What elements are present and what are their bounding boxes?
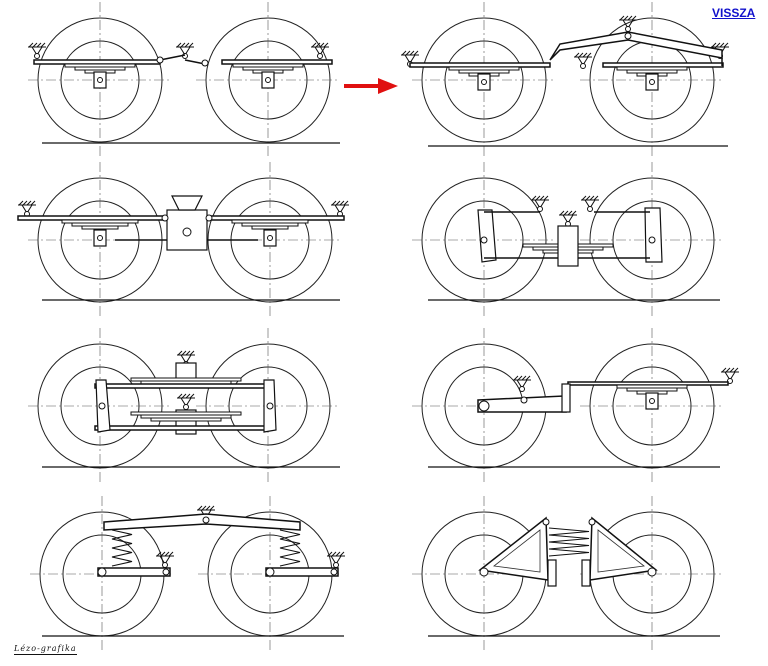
pivot-pin [624, 32, 632, 40]
coil-spring-icon [548, 527, 590, 557]
equalizer-bar [221, 59, 333, 65]
pivot-pin [161, 214, 169, 222]
diagram-row3-left [28, 328, 340, 484]
pivot-pin [520, 396, 528, 404]
coil-spring-icon [279, 529, 301, 567]
swing-arm [265, 567, 339, 577]
pivot-pin [317, 53, 323, 59]
pivot-pin [333, 562, 339, 568]
pivot-pin [588, 518, 596, 526]
pivot-pin [587, 206, 593, 212]
signature: Lézo-grafika [14, 644, 77, 655]
axle-pin [480, 236, 488, 244]
pivot-pin [182, 227, 192, 237]
swing-arm [97, 567, 171, 577]
right-arrow-head [378, 78, 398, 94]
equalizer-bar [409, 62, 551, 68]
upper-link-rod [94, 383, 270, 389]
arm-pivot [478, 400, 490, 412]
axle-pin [649, 398, 655, 404]
hanger-link [561, 383, 571, 413]
diagram-row1-left [28, 2, 340, 158]
axle-pin [265, 77, 271, 83]
damper-block [547, 559, 557, 587]
axle-pin [648, 236, 656, 244]
pivot-pin [537, 206, 543, 212]
pivot-pin [330, 568, 338, 576]
axle-pin [97, 235, 103, 241]
triangular-lever [589, 516, 658, 581]
balance-beam [103, 513, 301, 531]
diagram-row2-left [17, 162, 349, 318]
equalizer-bar [33, 59, 161, 65]
pivot-pin [580, 63, 586, 69]
lever-inner-outline [493, 529, 541, 573]
diagram-row1-right [401, 2, 729, 158]
axle-pin [266, 402, 274, 410]
pivot-pin [542, 518, 550, 526]
axle-pin [649, 79, 655, 85]
swing-hanger [477, 209, 497, 263]
pivot-pin [162, 562, 168, 568]
center-bracket [171, 195, 203, 211]
diagram-row4-right [412, 496, 724, 652]
balance-beam [549, 31, 723, 61]
pivot-pin [519, 386, 525, 392]
axle-pin [481, 79, 487, 85]
diagram-row3-right [412, 328, 739, 484]
pivot-pin [205, 214, 213, 222]
arrow-group [344, 78, 398, 94]
center-spring-box [557, 225, 579, 267]
arm-pivot [97, 567, 107, 577]
pivot-pin [183, 404, 189, 410]
pivot-pin [625, 26, 631, 32]
pivot-pin [34, 53, 40, 59]
link-rod [159, 54, 186, 61]
pivot-pin [162, 568, 170, 576]
arm-pivot [479, 567, 489, 577]
diagram-row2-right [412, 162, 724, 318]
axle-pin [98, 402, 106, 410]
damper-block [581, 559, 591, 587]
vissza-link[interactable]: VISSZA [712, 6, 756, 20]
pivot-pin [156, 56, 164, 64]
arm-pivot [647, 567, 657, 577]
arm-pivot [265, 567, 275, 577]
triangular-lever [478, 516, 549, 581]
axle-pin [97, 77, 103, 83]
leaf-spring-plate [81, 225, 119, 230]
axle-pin [267, 235, 273, 241]
pivot-pin [201, 59, 209, 67]
leaf-spring-plate [150, 417, 222, 422]
leaf-spring-plate [251, 225, 289, 230]
pivot-pin [202, 516, 210, 524]
coil-spring-icon [111, 529, 133, 567]
lever-inner-outline [597, 529, 645, 573]
diagram-row4-left [30, 496, 345, 652]
lower-link-rod [94, 425, 270, 431]
swing-hanger [644, 207, 663, 263]
equalizer-bar [602, 62, 724, 68]
